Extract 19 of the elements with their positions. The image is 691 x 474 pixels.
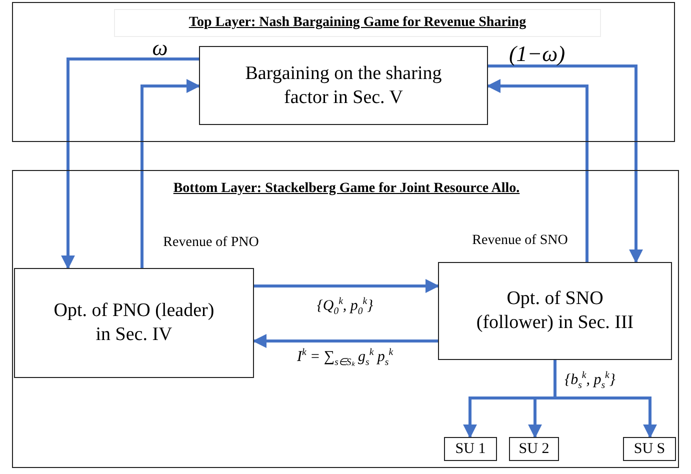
user-box: SU 2 <box>509 437 559 461</box>
arrow <box>488 64 643 264</box>
layer-panel <box>12 170 679 468</box>
panel-title: Bottom Layer: Stackelberg Game for Joint Resource Allo. <box>172 181 521 197</box>
process-box: Opt. of SNO (follower) in Sec. III <box>438 262 672 360</box>
process-box: Opt. of PNO (leader) in Sec. IV <box>14 268 254 378</box>
user-box: SU 1 <box>444 437 497 461</box>
edge-label: ω <box>151 36 169 60</box>
panel-title: Top Layer: Nash Bargaining Game for Revenue Sharing <box>114 9 601 37</box>
arrow <box>254 279 440 293</box>
arrow <box>252 334 438 348</box>
user-box: SU S <box>623 437 676 461</box>
arrow <box>61 58 199 270</box>
edge-label: (1−ω) <box>508 42 566 66</box>
arrow <box>140 79 200 268</box>
process-box: Bargaining on the sharing factor in Sec. V <box>199 46 488 125</box>
arrow <box>554 360 657 438</box>
arrow <box>486 79 588 262</box>
layer-panel <box>12 2 675 142</box>
